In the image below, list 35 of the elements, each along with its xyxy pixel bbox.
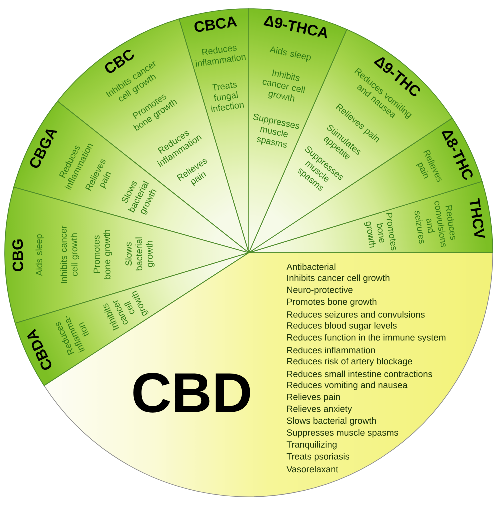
list-item: Tranquilizing bbox=[286, 441, 337, 450]
slice-title: CBD bbox=[134, 373, 250, 413]
slice-item: Promotes bone growth bbox=[94, 230, 112, 279]
list-item: Treats psoriasis bbox=[286, 453, 350, 462]
list-item: Reduces seizures and convulsions bbox=[287, 311, 425, 318]
list-item: Reduces function in the immune system bbox=[287, 334, 446, 343]
list-item: Relieves pain bbox=[287, 394, 340, 402]
slice-item: Inhibits cancer cell growth bbox=[60, 226, 80, 284]
slice-title: CBG bbox=[12, 240, 24, 272]
list-item: Neuro-protective bbox=[287, 286, 353, 295]
slice-title: CBC bbox=[105, 50, 134, 74]
list-item: Promotes bone growth bbox=[287, 298, 377, 307]
slice-item: Aids sleep bbox=[36, 234, 44, 276]
list-item: Slows bacterial growth bbox=[287, 418, 376, 426]
slice-title: CBDA bbox=[27, 328, 52, 370]
slice-item: Aids sleep bbox=[270, 46, 311, 62]
list-item: Reduces small intestine contractions bbox=[287, 370, 432, 378]
slice-item: Reduces convulsions and seizures bbox=[414, 201, 456, 248]
list-item: Antibacterial bbox=[286, 264, 336, 270]
list-item: Relieves anxiety bbox=[287, 406, 352, 414]
slice-title: THCV bbox=[470, 198, 486, 238]
slice-item: Slows bacterial growth bbox=[125, 238, 155, 271]
list-item: Reduces vomiting and nausea bbox=[287, 382, 408, 390]
slice-title: Δ9-THCA bbox=[264, 16, 328, 39]
slice-item: Promotes bone growth bbox=[364, 212, 396, 251]
slice-item: Reduces inflammation bbox=[196, 46, 246, 68]
slice-item: Inhibits cancer cell growth bbox=[262, 70, 306, 102]
list-item: Inhibits cancer cell growth bbox=[288, 274, 390, 284]
list-item: Vasorelaxant bbox=[286, 466, 338, 473]
slice-title: CBCA bbox=[194, 16, 238, 32]
slice-item: Treats fungal infection bbox=[211, 82, 244, 112]
list-item: Reduces inflammation bbox=[287, 347, 376, 354]
list-item: Reduces risk of artery blockage bbox=[287, 358, 412, 366]
list-item: Reduces blood sugar levels bbox=[287, 322, 397, 331]
list-item: Suppresses muscle spasms bbox=[287, 429, 398, 438]
